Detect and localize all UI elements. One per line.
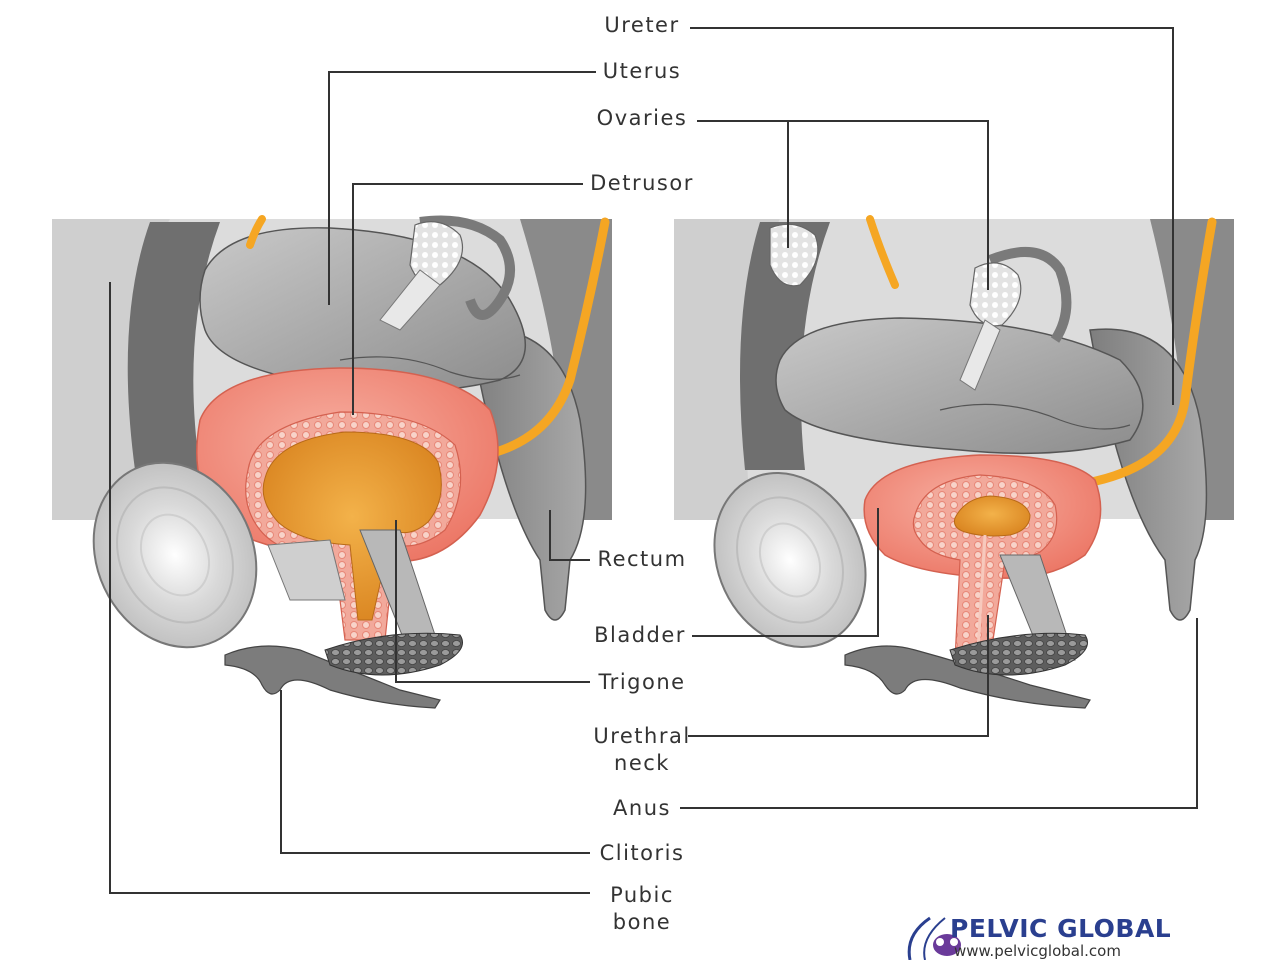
- globe-pelvis-logo-icon: [907, 916, 961, 960]
- left-pelvic-muscle: [127, 222, 220, 470]
- label-clitoris: Clitoris: [599, 841, 685, 865]
- label-anus: Anus: [613, 796, 671, 820]
- leader-clitoris: [280, 690, 590, 854]
- label-urethral-neck-line1: Urethral: [593, 724, 691, 748]
- leader-lines: [109, 27, 1198, 894]
- right-ovary-front: [969, 262, 1022, 327]
- right-clitoris: [844, 645, 1091, 709]
- label-ureter: Ureter: [604, 13, 680, 37]
- leader-ovaries-right: [697, 120, 989, 290]
- right-uterus: [775, 317, 1144, 455]
- label-trigone: Trigone: [598, 670, 686, 694]
- leader-rectum: [549, 510, 590, 561]
- left-fallopian-tube: [419, 215, 515, 320]
- left-clitoris: [224, 645, 441, 709]
- leader-bladder: [692, 508, 879, 637]
- right-pubic-bone: [713, 471, 867, 649]
- left-urine: [262, 431, 442, 621]
- label-bladder: Bladder: [594, 623, 686, 647]
- brand-name: PELVIC GLOBAL: [950, 914, 1172, 943]
- label-urethral-neck-line2: neck: [614, 751, 670, 775]
- left-vestibular-bulb: [324, 632, 463, 676]
- brand-url: www.pelvicglobal.com: [954, 942, 1121, 960]
- leader-pubic-bone: [109, 282, 590, 894]
- label-detrusor: Detrusor: [590, 171, 694, 195]
- label-pubic-bone-line2: bone: [612, 910, 672, 934]
- label-uterus: Uterus: [602, 59, 682, 83]
- leader-uterus: [328, 71, 596, 305]
- left-ureter: [480, 217, 610, 460]
- label-pubic-bone-line1: Pubic: [610, 883, 674, 907]
- leader-trigone: [395, 520, 590, 683]
- label-rectum: Rectum: [597, 547, 687, 571]
- leader-urethral-neck: [688, 615, 989, 737]
- label-ovaries: Ovaries: [596, 106, 688, 130]
- leader-detrusor: [352, 183, 583, 415]
- brand-logo: PELVIC GLOBAL www.pelvicglobal.com: [902, 912, 1202, 960]
- right-urine: [954, 495, 1031, 537]
- right-vestibular-bulb: [949, 632, 1088, 676]
- left-pubic-bone: [92, 461, 258, 649]
- leader-anus: [680, 618, 1198, 809]
- right-anatomy-panel: [674, 215, 1234, 709]
- left-anatomy-panel: [52, 215, 612, 709]
- leader-ureter: [690, 27, 1174, 405]
- right-ureter: [1070, 217, 1217, 490]
- right-ovary-back: [769, 223, 819, 287]
